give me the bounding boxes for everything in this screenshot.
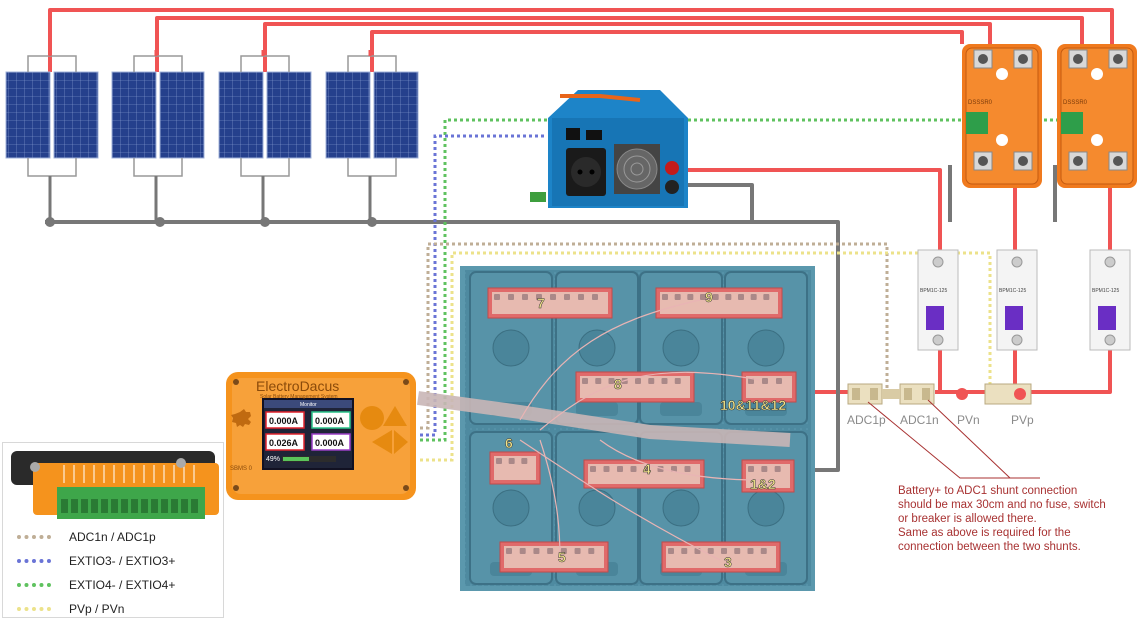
breaker-label: BPM1C-125	[920, 288, 947, 294]
busbar	[499, 541, 609, 573]
busbar	[487, 287, 613, 319]
bms-soc: 49%	[266, 456, 280, 463]
shunts	[847, 383, 1032, 405]
solar-panel	[111, 71, 157, 159]
cell-label: 10&11&12	[720, 397, 786, 413]
breakers: BPM1C-125 BPM1C-125 BPM1C-125	[917, 249, 1131, 351]
gear-icon	[231, 409, 251, 427]
legend-row-extio4: EXTIO4- / EXTIO4+	[17, 577, 175, 593]
legend-row-pv: PVp / PVn	[17, 601, 124, 617]
busbar	[741, 371, 797, 403]
busbar	[661, 541, 781, 573]
solar-panel	[5, 71, 51, 159]
cell-label: 1&2	[750, 476, 776, 492]
circuit-breaker: BPM1C-125	[996, 249, 1038, 351]
extio3-wire	[420, 134, 545, 437]
breaker-label: BPM1C-125	[1092, 288, 1119, 294]
legend-swatch	[17, 535, 51, 539]
cell-label: 4	[643, 461, 651, 477]
bms-value-pv1: 0.000A	[269, 416, 299, 426]
legend-label: EXTIO4- / EXTIO4+	[69, 578, 176, 592]
ssr-label: DSSSR0	[1063, 100, 1088, 106]
ssr-unit: DSSSR0	[962, 44, 1042, 188]
busbar	[741, 459, 795, 493]
legend-row-extio3: EXTIO3- / EXTIO3+	[17, 553, 175, 569]
shunt-label-adc1p: ADC1p	[847, 413, 886, 427]
solar-panel	[218, 71, 264, 159]
legend-swatch	[17, 583, 51, 587]
solar-panel-array	[5, 50, 419, 222]
adc1-wire	[420, 242, 889, 430]
busbar	[575, 371, 695, 403]
shunt-label-adc1n: ADC1n	[900, 413, 939, 427]
bms-value-pv2: 0.000A	[315, 416, 345, 426]
bms-brand: ElectroDacus	[256, 378, 339, 394]
cell-label: 9	[705, 289, 713, 305]
bms-subtitle: Solar Battery Management System	[260, 394, 338, 400]
shunt-label-pvn: PVn	[957, 413, 980, 427]
busbar	[489, 451, 541, 485]
solar-panel	[266, 71, 312, 159]
legend-label: ADC1n / ADC1p	[69, 530, 156, 544]
legend-swatch	[17, 559, 51, 563]
cell-label: 5	[558, 549, 566, 565]
solar-panel-pair	[5, 50, 99, 222]
ssr-label: DSSSR0	[968, 100, 993, 106]
shunt-connection-note: Battery+ to ADC1 shunt connection should…	[898, 485, 1106, 553]
solar-panel	[325, 71, 371, 159]
cell-label: 8	[614, 376, 622, 392]
bms-device	[226, 372, 416, 500]
solar-panel-pair	[218, 50, 312, 222]
legend-row-adc1: ADC1n / ADC1p	[17, 529, 156, 545]
shunt-label-pvp: PVp	[1011, 413, 1034, 427]
solar-panel	[373, 71, 419, 159]
legend: ADC1n / ADC1p EXTIO3- / EXTIO3+ EXTIO4- …	[2, 442, 224, 618]
pv-wire	[420, 251, 992, 462]
inverter	[530, 90, 688, 208]
ssr-unit: DSSSR0	[1057, 44, 1137, 188]
cell-label: 7	[537, 295, 545, 311]
ssr-units: DSSSR0 DSSSR0	[962, 44, 1137, 188]
solar-panel	[53, 71, 99, 159]
bms-value-bat: 0.026A	[269, 438, 299, 448]
cell-label: 6	[505, 435, 513, 451]
busbar	[655, 287, 783, 319]
circuit-breaker: BPM1C-125	[917, 249, 959, 351]
extio4-wire	[420, 118, 1060, 442]
ribbon-cable	[417, 299, 791, 561]
legend-label: EXTIO3- / EXTIO3+	[69, 554, 176, 568]
legend-label: PVp / PVn	[69, 602, 125, 616]
labels-layer: ElectroDacus Solar Battery Management Sy…	[230, 289, 1034, 571]
note-pointers	[867, 399, 1040, 479]
legend-swatch	[17, 607, 51, 611]
breaker-label: BPM1C-125	[999, 288, 1026, 294]
solar-panel-pair	[325, 50, 419, 222]
signal-wires	[420, 118, 1060, 462]
bms-value-load: 0.000A	[315, 438, 345, 448]
bms-screen-title: Monitor	[300, 402, 317, 408]
red-wires	[48, 8, 1114, 394]
solar-panel-pair	[111, 50, 205, 222]
solar-panel	[159, 71, 205, 159]
circuit-breaker: BPM1C-125	[1089, 249, 1131, 351]
cell-label: 3	[724, 554, 732, 570]
connector-image	[11, 451, 219, 519]
bms-model: SBMS 0	[230, 466, 253, 472]
